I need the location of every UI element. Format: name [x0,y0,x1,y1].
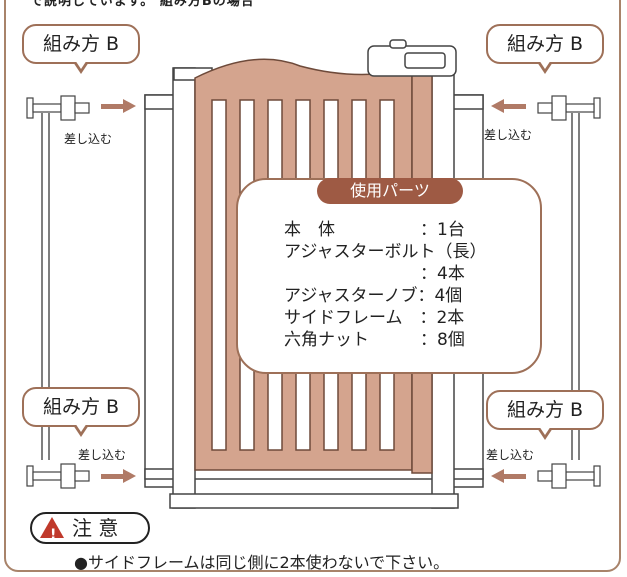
parts-line: アジャスターボルト（長） [284,242,487,262]
parts-panel: 使用パーツ 本 体 ：1台 アジャスターボルト（長） ：4本 アジャスターノブ：… [236,178,542,374]
callout-top-left: 組み方 B [22,24,140,74]
insert-arrow-top-left [101,99,136,113]
insert-arrow-bottom-right [491,469,526,483]
parts-line: アジャスターノブ：4個 [284,286,463,306]
caution-note: ●サイドフレームは同じ側に2本使わないで下さい。 [74,553,450,572]
callout-bottom-right: 組み方 B [486,390,604,440]
parts-line: サイドフレーム ：2本 [284,308,465,328]
insert-arrow-top-right [491,99,526,113]
warning-symbol: ! [50,527,57,543]
callout-bottom-left: 組み方 B [22,387,140,437]
insert-label-top-left: 差し込む [64,132,113,146]
insert-label-top-right: 差し込む [484,128,533,142]
adjuster-bolt-top-left [26,95,90,121]
adjuster-bolt-bottom-right [537,463,601,489]
parts-line: 本 体 ：1台 [284,220,465,240]
adjuster-bolt-top-right [537,95,601,121]
insert-arrow-bottom-left [101,469,136,483]
parts-line: 六角ナット ：8個 [284,330,465,350]
lock-mechanism [367,39,457,77]
parts-title: 使用パーツ [317,178,463,204]
insert-label-bottom-left: 差し込む [78,448,127,462]
warning-triangle-icon: ! [40,517,64,543]
callout-top-right: 組み方 B [486,24,604,74]
header-fragment: で説明しています。 組み方Bの場合 [30,0,255,8]
caution-label: 注 意 [72,516,119,540]
adjuster-bolt-bottom-left [26,463,90,489]
parts-line: ：4本 [284,264,465,284]
caution-badge: ! 注 意 [30,512,150,544]
diagram-frame [4,0,621,572]
insert-label-bottom-right: 差し込む [486,448,535,462]
